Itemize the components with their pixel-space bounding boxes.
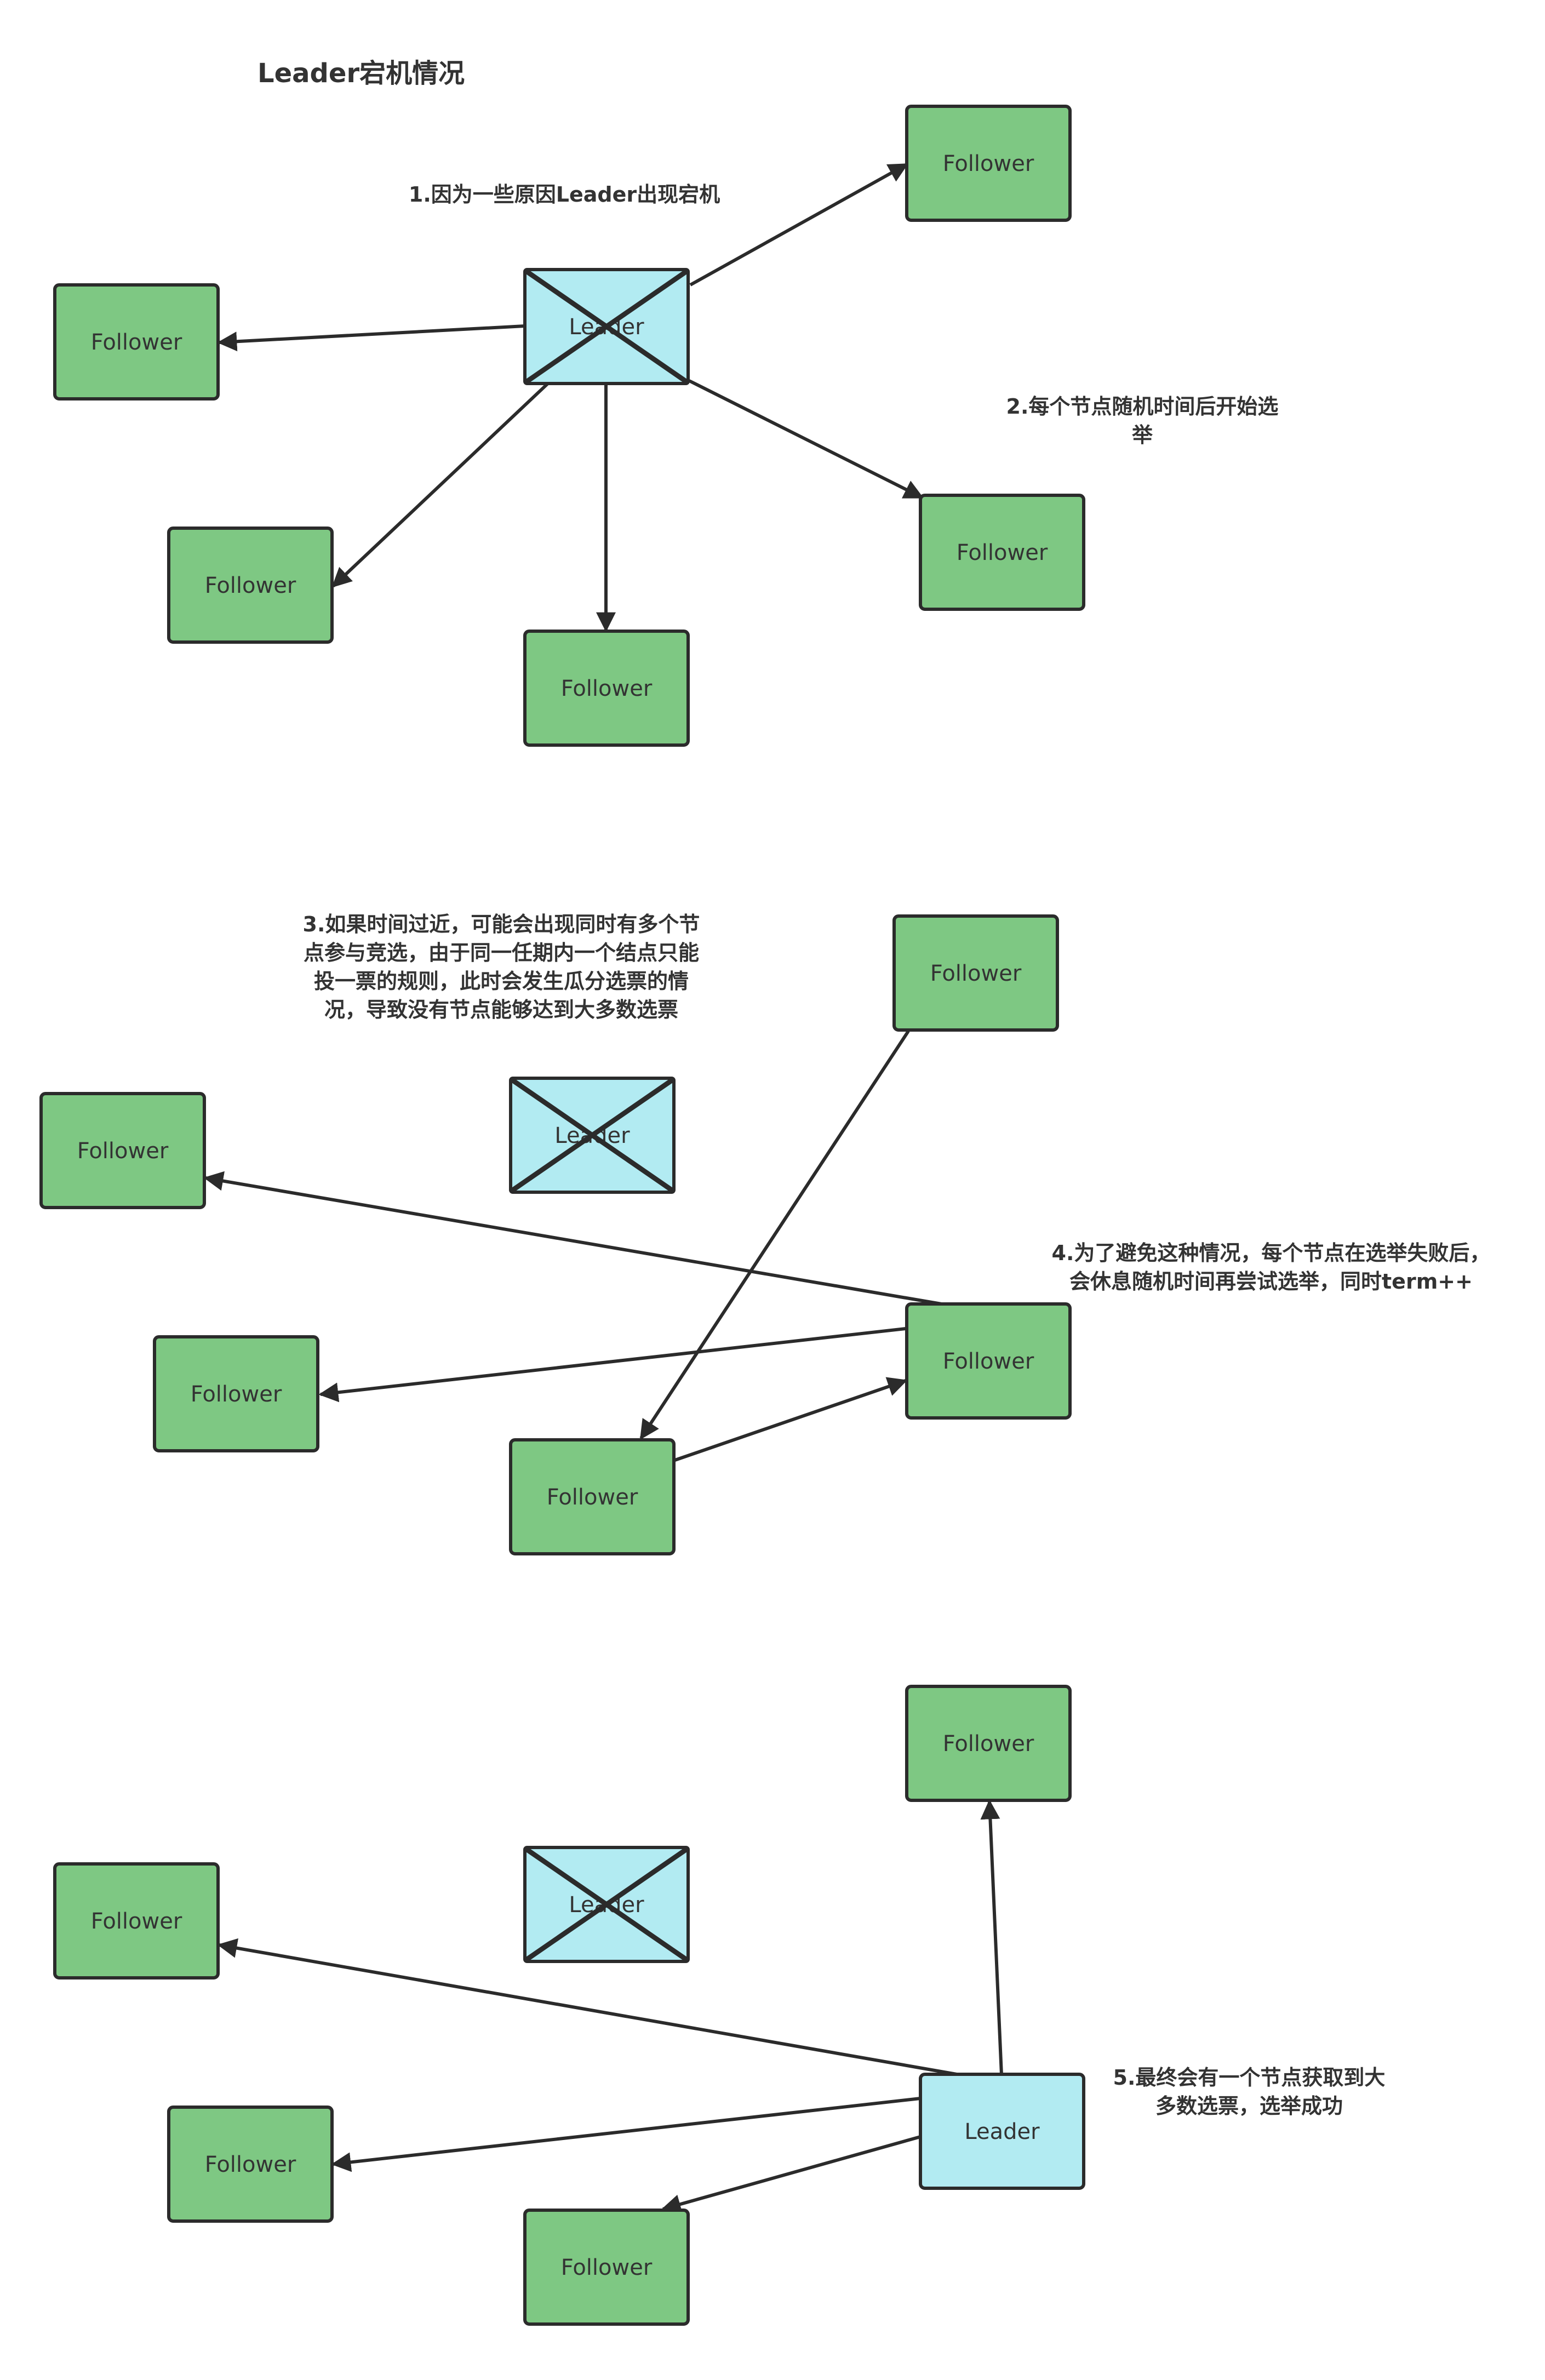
scene-2: Follower Follower Follower Follower Foll…: [39, 912, 1491, 1555]
follower-label: Follower: [943, 151, 1034, 176]
follower-label: Follower: [191, 1382, 282, 1407]
follower-label: Follower: [561, 2255, 653, 2280]
diagram-title: Leader宕机情况: [258, 58, 465, 89]
follower-label: Follower: [205, 2152, 296, 2177]
follower-node: Follower: [905, 1302, 1072, 1420]
edge: [674, 1377, 908, 1462]
note-line: 多数选票，选举成功: [1155, 2094, 1343, 2118]
crashed-leader-node: Leader: [509, 1077, 676, 1194]
follower-node: Follower: [905, 1685, 1072, 1802]
follower-label: Follower: [77, 1138, 169, 1164]
note-line: 投一票的规则，此时会发生瓜分选票的情: [314, 969, 689, 993]
cross-mark: [524, 269, 689, 384]
edge: [217, 324, 525, 352]
follower-label: Follower: [561, 676, 653, 701]
note-line: 举: [1131, 423, 1153, 447]
scene-1: Follower Follower Follower Follower Foll…: [53, 105, 1279, 747]
cross-mark: [510, 1078, 674, 1193]
note-line: 3.如果时间过近，可能会出现同时有多个节: [303, 912, 700, 936]
follower-label: Follower: [943, 1349, 1034, 1374]
follower-node: Follower: [509, 1438, 676, 1555]
follower-node: Follower: [919, 494, 1085, 611]
follower-node: Follower: [167, 527, 334, 644]
note-line: 点参与竞选，由于同一任期内一个结点只能: [304, 941, 699, 965]
edge: [689, 163, 909, 287]
note-line: 5.最终会有一个节点获取到大: [1113, 2066, 1386, 2090]
follower-node: Follower: [53, 1862, 220, 1979]
edge: [203, 1171, 948, 1307]
follower-node: Follower: [892, 914, 1059, 1032]
follower-node: Follower: [167, 2106, 334, 2223]
follower-label: Follower: [91, 330, 182, 355]
follower-node: Follower: [153, 1335, 319, 1452]
follower-node: Follower: [523, 630, 690, 747]
edge: [217, 1938, 960, 2076]
note-line: 会休息随机时间再尝试选举，同时term++: [1069, 1269, 1473, 1294]
note-line: 1.因为一些原因Leader出现宕机: [409, 182, 720, 207]
scene-3: Follower Follower Follower Follower Lead…: [53, 1685, 1386, 2326]
edge: [688, 379, 924, 499]
edge: [980, 1799, 1003, 2075]
leader-label: Leader: [964, 2119, 1040, 2144]
note-5: 5.最终会有一个节点获取到大多数选票，选举成功: [1113, 2066, 1386, 2118]
new-leader-node: Leader: [919, 2073, 1085, 2190]
follower-node: Follower: [523, 2209, 690, 2326]
follower-label: Follower: [547, 1485, 638, 1510]
cross-mark: [524, 1847, 689, 1962]
edge: [331, 382, 550, 588]
follower-node: Follower: [905, 105, 1072, 222]
crashed-leader-node: Leader: [523, 268, 690, 385]
follower-node: Follower: [53, 283, 220, 401]
follower-label: Follower: [943, 1731, 1034, 1757]
note-line: 4.为了避免这种情况，每个节点在选举失败后，: [1052, 1241, 1491, 1265]
edge: [661, 2135, 921, 2214]
note-4: 4.为了避免这种情况，每个节点在选举失败后， 会休息随机时间再尝试选举，同时ter…: [1052, 1241, 1491, 1294]
follower-label: Follower: [91, 1909, 182, 1934]
follower-node: Follower: [39, 1092, 206, 1209]
follower-label: Follower: [205, 573, 296, 598]
edge: [639, 1030, 910, 1440]
edge: [331, 2097, 921, 2172]
note-2: 2.每个节点随机时间后开始选举: [1006, 394, 1279, 447]
edge: [318, 1327, 906, 1403]
note-line: 况，导致没有节点能够达到大多数选票: [324, 998, 678, 1022]
note-1: 1.因为一些原因Leader出现宕机: [409, 182, 720, 207]
crashed-leader-node: Leader: [523, 1846, 690, 1963]
note-line: 2.每个节点随机时间后开始选: [1006, 394, 1279, 419]
follower-label: Follower: [930, 961, 1022, 986]
follower-label: Follower: [957, 540, 1048, 565]
note-3: 3.如果时间过近，可能会出现同时有多个节点参与竞选，由于同一任期内一个结点只能投…: [303, 912, 700, 1022]
